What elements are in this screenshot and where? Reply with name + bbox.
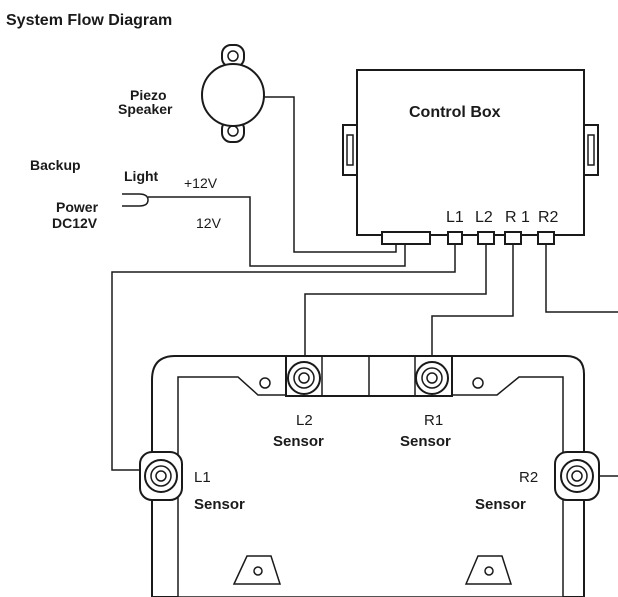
sensor-l1-name: L1 [194,469,211,486]
sensor-l2-name: L2 [296,412,313,429]
port-l2-connector [477,231,495,245]
control-box [342,69,599,245]
sensor-l1-word: Sensor [194,496,245,513]
light-label: Light [124,168,159,184]
port-r1-connector [504,231,522,245]
control-box-label: Control Box [409,104,501,121]
minus-12v-label: 12V [196,215,222,231]
backup-label: Backup [30,157,81,173]
sensor-l2-icon [287,361,321,395]
port-label-r2: R2 [538,209,559,226]
port-l1-connector [447,231,463,245]
plus-12v-label: +12V [184,175,218,191]
port-label-l2: L2 [475,209,493,226]
port-r2-connector [537,231,555,245]
sensor-r2-word: Sensor [475,496,526,513]
diagram-title: System Flow Diagram [6,12,172,29]
speaker-label-line2: Speaker [118,101,173,117]
sensor-r1-name: R1 [424,412,443,429]
power-label-line1: Power [56,199,99,215]
port-label-r1: R 1 [505,209,530,226]
light-plug-icon [122,193,149,207]
sensor-r1-icon [415,361,449,395]
sensor-l2-word: Sensor [273,433,324,450]
power-label-line2: DC12V [52,215,98,231]
sensor-r1-word: Sensor [400,433,451,450]
speaker-label-line1: Piezo [130,87,167,103]
port-label-l1: L1 [446,209,464,226]
wiring [111,96,618,477]
sensor-r2-icon [554,451,600,501]
sensor-l1-icon [139,451,183,501]
piezo-speaker-icon [201,44,265,143]
sensor-r2-name: R2 [519,469,538,486]
power-connector [381,231,431,245]
